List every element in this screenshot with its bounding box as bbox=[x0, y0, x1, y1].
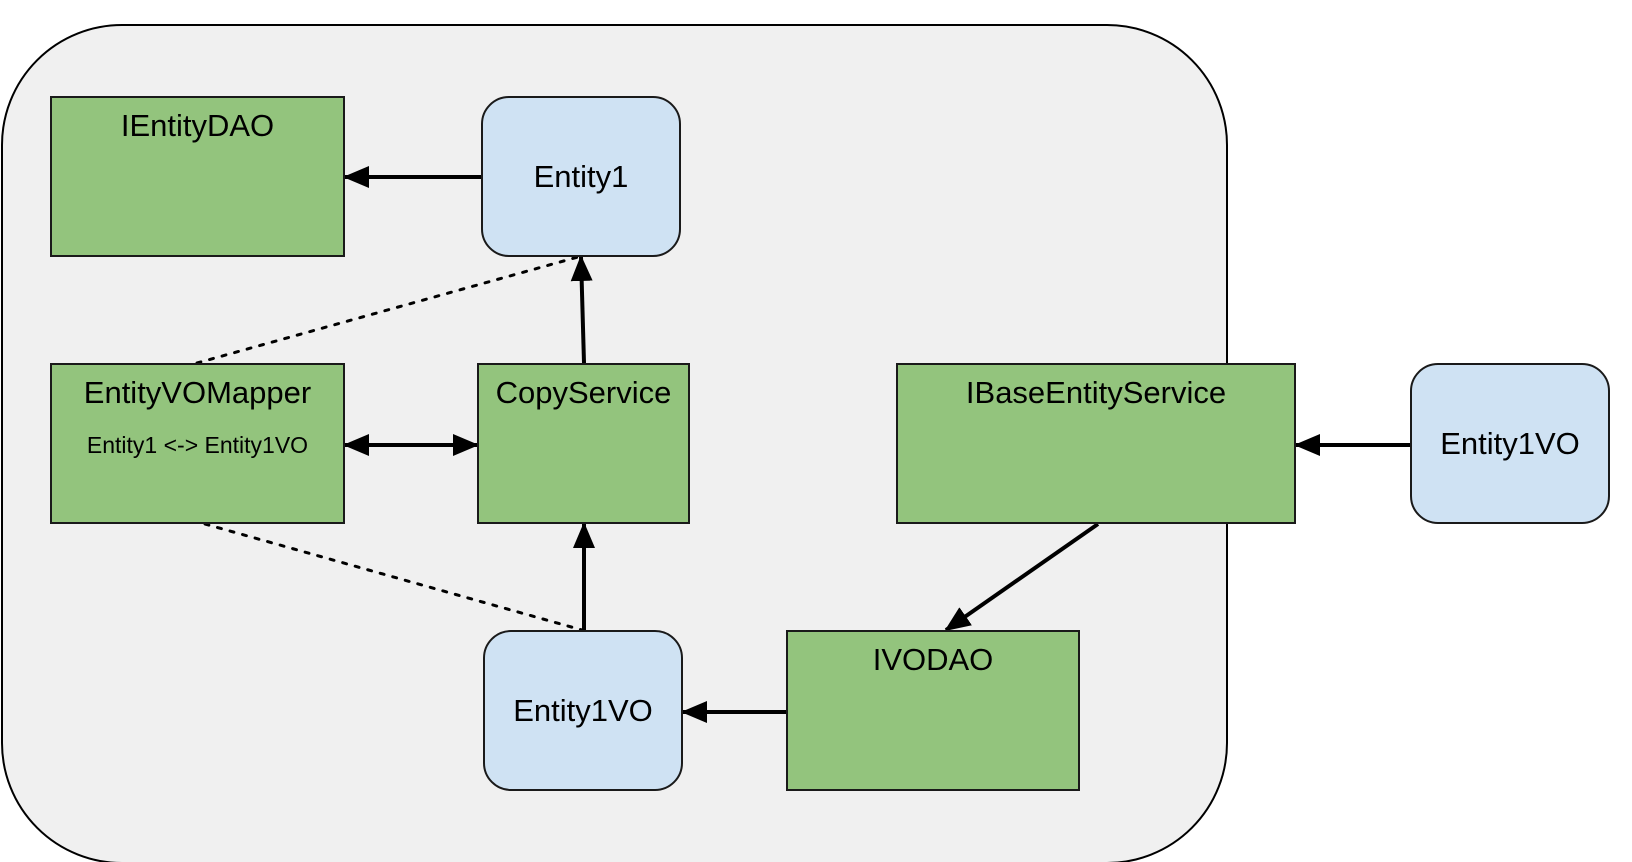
edge-ibaseentityservice-to-ivodao bbox=[944, 522, 1100, 632]
node-entityvomapper[interactable]: EntityVOMapper Entity1 <-> Entity1VO bbox=[50, 363, 345, 524]
node-title: IEntityDAO bbox=[120, 108, 275, 143]
node-title: Entity1VO bbox=[513, 692, 653, 728]
node-ientitydao[interactable]: IEntityDAO bbox=[50, 96, 345, 257]
node-title: IVODAO bbox=[872, 642, 994, 677]
node-entity1vo-outer[interactable]: Entity1VO bbox=[1410, 363, 1610, 524]
node-title: Entity1 bbox=[533, 158, 629, 194]
node-title: EntityVOMapper bbox=[83, 375, 312, 410]
node-title: CopyService bbox=[495, 375, 672, 410]
edge-copyservice-to-entity1 bbox=[570, 255, 593, 364]
node-ivodao[interactable]: IVODAO bbox=[786, 630, 1080, 791]
node-title: Entity1VO bbox=[1440, 425, 1580, 461]
node-entity1vo-inner[interactable]: Entity1VO bbox=[483, 630, 683, 791]
edge-dotted-mapper-entity1vo bbox=[203, 522, 584, 632]
node-ibaseentityservice[interactable]: IBaseEntityService bbox=[896, 363, 1296, 524]
node-copyservice[interactable]: CopyService bbox=[477, 363, 690, 524]
edge-dotted-mapper-entity1 bbox=[195, 255, 580, 365]
node-subtitle: Entity1 <-> Entity1VO bbox=[86, 432, 309, 458]
node-entity1[interactable]: Entity1 bbox=[481, 96, 681, 257]
node-title: IBaseEntityService bbox=[965, 375, 1227, 410]
